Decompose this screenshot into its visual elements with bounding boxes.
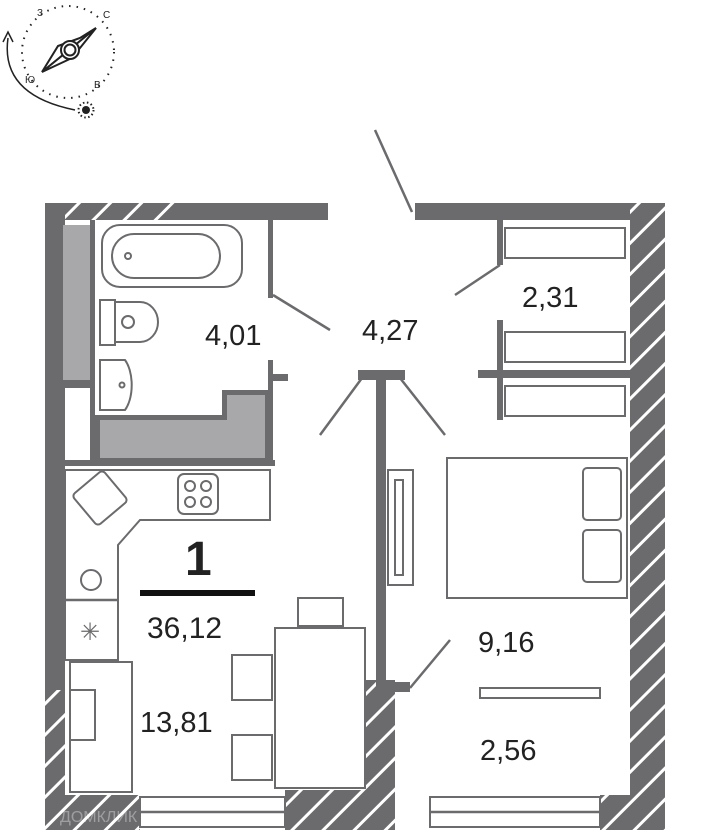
chair-icon — [231, 654, 273, 701]
dining-table-icon — [274, 627, 366, 789]
wardrobe-shelves — [504, 227, 626, 417]
bathroom-fixtures — [99, 224, 243, 411]
room-area-hallway: 4,27 — [362, 315, 418, 347]
compass: З С Ю В — [2, 5, 115, 119]
rotation-arrow-icon — [6, 37, 76, 111]
interior-walls — [63, 220, 630, 692]
toilet-icon — [99, 299, 116, 346]
chair-icon — [231, 734, 273, 781]
room-area-bedroom: 9,16 — [478, 627, 534, 659]
chair-icon — [297, 597, 344, 627]
washing-machine-icon — [80, 569, 102, 591]
compass-south: Ю — [25, 75, 35, 86]
stove-icon — [177, 473, 219, 515]
compass-east: В — [94, 80, 101, 91]
watermark-logo: ДОМКЛИК — [60, 809, 138, 826]
sink-icon — [99, 359, 133, 411]
windows — [139, 687, 601, 828]
room-area-kitchen-living: 13,81 — [140, 707, 213, 739]
compass-west: З — [37, 8, 43, 19]
entrance-door[interactable] — [373, 129, 414, 213]
room-count: 1 — [185, 533, 212, 586]
kitchen-fixtures: ✳ — [64, 469, 366, 793]
compass-needle-icon — [41, 27, 97, 73]
divider — [140, 590, 255, 596]
room-area-wardrobe: 2,31 — [522, 282, 578, 314]
bedroom-fixtures — [387, 457, 628, 599]
kitchen-counter — [64, 469, 271, 661]
room-area-bathroom: 4,01 — [205, 320, 261, 352]
fridge-icon: ✳ — [80, 619, 100, 646]
sun-icon — [77, 101, 95, 119]
room-area-balcony: 2,56 — [480, 735, 536, 767]
kitchen-sink-icon — [72, 470, 128, 526]
compass-north: С — [103, 10, 110, 21]
total-area: 36,12 — [147, 612, 222, 645]
outer-walls — [45, 203, 665, 830]
